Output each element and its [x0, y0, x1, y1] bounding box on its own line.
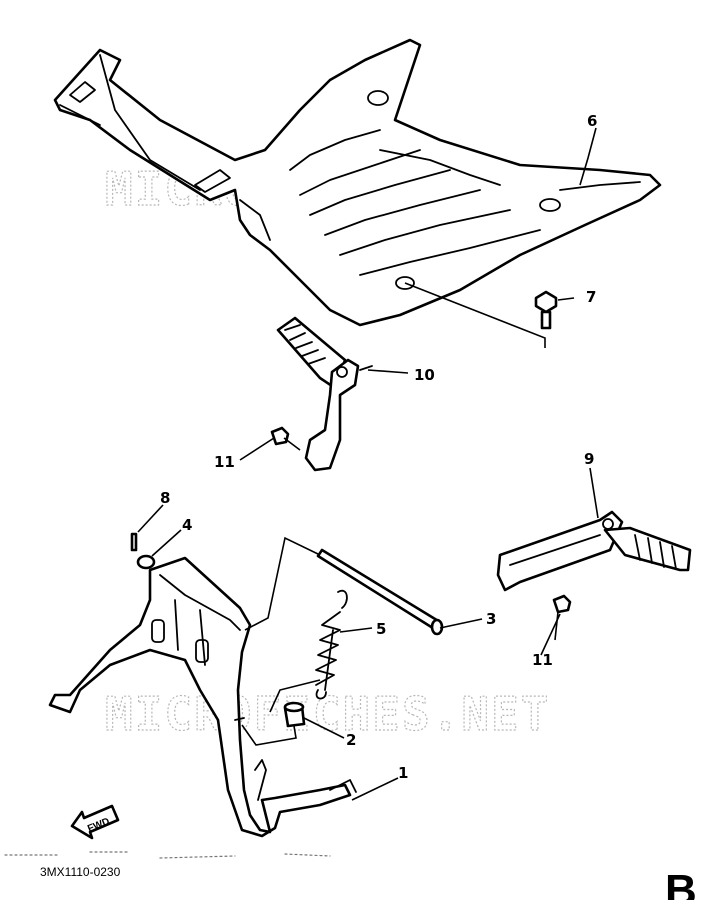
part-11-bolt-upper	[270, 426, 290, 446]
part-10-left-footrest	[276, 316, 373, 472]
callout-2: 2	[346, 731, 356, 749]
part-5-spring	[315, 589, 348, 700]
callout-8: 8	[160, 489, 170, 507]
part-11-bolt-lower	[552, 594, 572, 614]
callout-6: 6	[587, 112, 597, 130]
fwd-arrow-icon: FWD	[70, 804, 120, 840]
leader-6-7	[404, 282, 546, 348]
watermark-bottom: MICROFICHES.NET	[105, 687, 550, 741]
part-7-bolt	[534, 290, 558, 330]
assembly-lines	[241, 437, 559, 746]
part-9-right-footrest	[496, 510, 692, 592]
callout-3: 3	[486, 610, 496, 628]
part-8-pin	[130, 532, 138, 552]
callout-11-upper: 11	[214, 453, 235, 471]
callout-1: 1	[398, 764, 408, 782]
scan-noise	[4, 851, 331, 859]
callout-9: 9	[584, 450, 594, 468]
part-2-collar	[283, 701, 306, 728]
callout-7: 7	[586, 288, 596, 306]
callout-10: 10	[414, 366, 435, 384]
callout-leaders	[137, 127, 599, 801]
callout-11-lower: 11	[532, 651, 553, 669]
part-1-center-stand	[48, 556, 357, 838]
part-4-washer	[136, 554, 156, 570]
drawing-code: 3MX1110-0230	[40, 865, 121, 879]
corner-label: B	[665, 866, 697, 900]
callout-5: 5	[376, 620, 386, 638]
part-6-floor-board	[53, 38, 662, 327]
callout-4: 4	[182, 516, 192, 534]
